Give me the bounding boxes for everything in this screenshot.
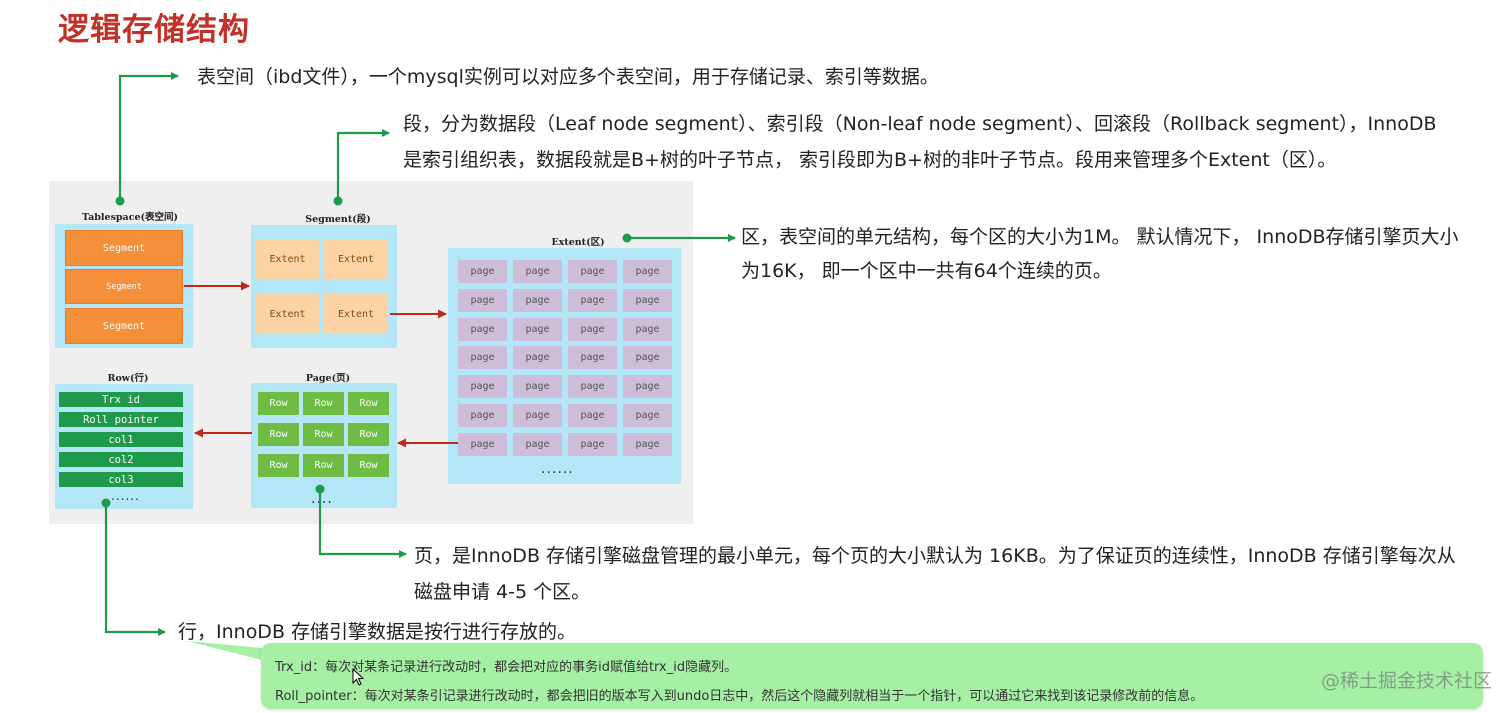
tablespace-connector <box>118 72 179 201</box>
row-field-col1: col1 <box>59 432 183 447</box>
page-cell: page <box>513 404 562 427</box>
hidden-columns-note <box>261 643 1483 709</box>
extent-box: Extent <box>324 239 388 279</box>
page-label: Page(页) <box>305 373 351 384</box>
page-cell: page <box>513 375 562 399</box>
row-cell: Row <box>348 392 389 415</box>
page-cell: page <box>513 346 562 370</box>
page-cell: page <box>513 432 562 456</box>
page-cell: page <box>458 375 507 399</box>
extent-box: Extent <box>324 294 388 334</box>
page-title: 逻辑存储结构 <box>58 12 250 48</box>
page-cell: page <box>458 260 507 283</box>
segment-connector-dot <box>333 196 343 206</box>
pagebox-ellipsis: .... <box>311 491 333 507</box>
page-cell: page <box>568 288 617 312</box>
row-label: Row(行) <box>107 373 149 384</box>
segment-box: Segment <box>65 308 183 344</box>
tablespace-description: 表空间（ibd文件），一个mysql实例可以对应多个表空间，用于存储记录、索引等… <box>197 66 939 88</box>
page-cell: page <box>568 375 617 399</box>
row-field-col2: col2 <box>59 452 183 467</box>
segment-box: Segment <box>65 269 183 304</box>
page-cell: page <box>513 260 562 283</box>
extent-description-line1: 区，表空间的单元结构，每个区的大小为1M。 默认情况下， InnoDB存储引擎页… <box>741 226 1459 248</box>
row-field-col3: col3 <box>59 472 183 487</box>
row-cell: Row <box>348 423 389 446</box>
watermark: @稀土掘金技术社区 <box>1320 670 1492 692</box>
page-cell: page <box>513 317 562 341</box>
extent-connector-dot <box>622 233 632 243</box>
page-description-line1: 页，是InnoDB 存储引擎磁盘管理的最小单元，每个页的大小默认为 16KB。为… <box>414 545 1456 567</box>
page-cell: page <box>568 346 617 370</box>
extent-box: Extent <box>256 294 319 334</box>
row-cell: Row <box>303 454 344 477</box>
tablespace-connector-dot <box>115 196 125 206</box>
page-connector-dot <box>315 484 325 494</box>
segment-connector <box>336 129 390 201</box>
page-connector <box>318 489 407 558</box>
row-description: 行，InnoDB 存储引擎数据是按行进行存放的。 <box>178 621 577 643</box>
page-cell: page <box>623 288 672 312</box>
row-cell: Row <box>258 423 299 446</box>
extent-label: Extent(区) <box>551 237 605 248</box>
row-cell: Row <box>258 392 299 415</box>
page-cell: page <box>623 317 672 341</box>
segment-description-line1: 段，分为数据段（Leaf node segment）、索引段（Non-leaf … <box>403 113 1437 135</box>
page-cell: page <box>458 288 507 312</box>
row-field-roll-pointer: Roll pointer <box>59 412 183 427</box>
segment-description-line2: 是索引组织表，数据段就是B+树的叶子节点， 索引段即为B+树的非叶子节点。段用来… <box>403 149 1337 171</box>
page-ellipsis: ...... <box>541 461 574 477</box>
page-cell: page <box>458 317 507 341</box>
row-ellipsis: ...... <box>111 489 140 503</box>
page-cell: page <box>568 317 617 341</box>
note-trx-id: Trx_id：每次对某条记录进行改动时，都会把对应的事务id赋值给trx_id隐… <box>275 660 738 675</box>
page-cell: page <box>568 260 617 283</box>
page-cell: page <box>568 404 617 427</box>
row-cell: Row <box>348 454 389 477</box>
page-cell: page <box>458 346 507 370</box>
page-cell: page <box>623 260 672 283</box>
row-cell: Row <box>258 454 299 477</box>
note-roll-pointer: Roll_pointer：每次对某条引记录进行改动时，都会把旧的版本写入到und… <box>275 689 1204 704</box>
row-cell: Row <box>303 392 344 415</box>
note-callout-tail <box>187 641 262 660</box>
segment-box: Segment <box>65 230 183 266</box>
page-cell: page <box>458 432 507 456</box>
page-cell: page <box>623 404 672 427</box>
page-cell: page <box>568 432 617 456</box>
mouse-pointer-icon <box>352 668 364 686</box>
page-cell: page <box>458 404 507 427</box>
page-cell: page <box>623 432 672 456</box>
row-field-trx-id: Trx id <box>59 392 183 407</box>
row-cell: Row <box>303 423 344 446</box>
row-connector <box>104 503 166 636</box>
tablespace-label: Tablespace(表空间) <box>81 212 179 223</box>
page-cell: page <box>623 375 672 399</box>
segment-label: Segment(段) <box>305 214 371 225</box>
page-description-line2: 磁盘申请 4-5 个区。 <box>414 581 591 603</box>
page-cell: page <box>513 288 562 312</box>
extent-description-line2: 为16K， 即一个区中一共有64个连续的页。 <box>741 260 1112 282</box>
row-connector-dot <box>101 498 111 508</box>
extent-box: Extent <box>256 239 319 279</box>
page-cell: page <box>623 346 672 370</box>
